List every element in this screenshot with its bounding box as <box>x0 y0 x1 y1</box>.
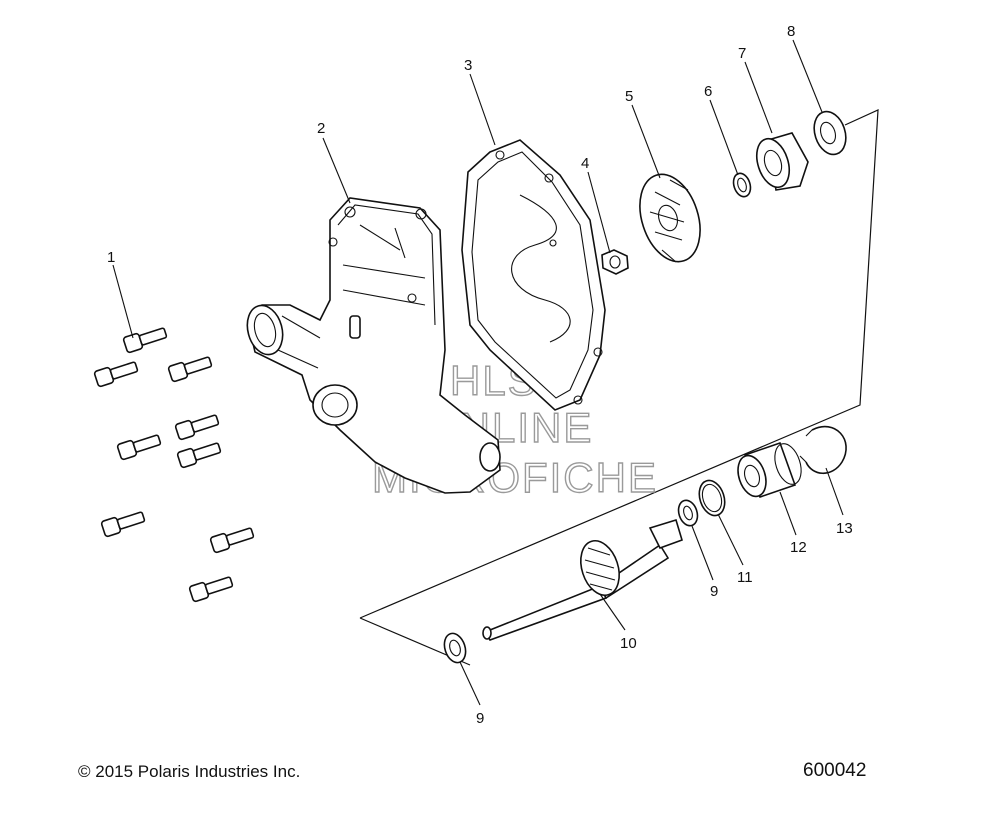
callout-labels: 1 2 3 4 5 6 7 8 9 9 10 11 12 13 <box>107 23 853 727</box>
part-7-seal <box>755 132 809 191</box>
document-number: 600042 <box>803 760 867 781</box>
bolt <box>174 414 220 441</box>
part-13-snap-ring <box>799 425 847 475</box>
bolt <box>188 576 234 603</box>
bolt <box>100 511 146 538</box>
callout-2: 2 <box>317 120 325 137</box>
callout-13: 13 <box>836 520 853 537</box>
callout-11: 11 <box>737 569 753 586</box>
callout-5: 5 <box>625 88 633 105</box>
copyright-text: © 2015 Polaris Industries Inc. <box>78 762 301 781</box>
callout-8: 8 <box>787 23 795 40</box>
callout-1: 1 <box>107 249 115 266</box>
part-10-shaft <box>482 518 683 641</box>
callout-4: 4 <box>581 155 589 172</box>
leader-lines <box>112 39 844 706</box>
part-1-bolts <box>93 327 255 603</box>
part-4-nut <box>601 249 629 275</box>
callout-6: 6 <box>704 83 712 100</box>
part-11-oring <box>698 479 726 517</box>
part-2-pump-housing <box>246 197 501 494</box>
bolt <box>209 527 255 554</box>
callout-7: 7 <box>738 45 746 62</box>
part-12-bushing <box>737 441 802 499</box>
part-6-oring <box>732 172 752 198</box>
part-9-washer-upper <box>677 499 699 527</box>
callout-9-upper: 9 <box>710 583 718 600</box>
bolt <box>93 361 139 388</box>
bolt <box>122 327 168 354</box>
part-3-gasket <box>461 139 606 411</box>
part-8-seal <box>813 110 847 156</box>
callout-12: 12 <box>790 539 807 556</box>
bolt <box>176 442 222 469</box>
part-9-washer-lower <box>443 632 467 664</box>
callout-10: 10 <box>620 635 637 652</box>
bolt <box>116 434 162 461</box>
callout-9-lower: 9 <box>476 710 484 727</box>
part-5-impeller <box>639 173 701 263</box>
callout-3: 3 <box>464 57 472 74</box>
bolt <box>167 356 213 383</box>
